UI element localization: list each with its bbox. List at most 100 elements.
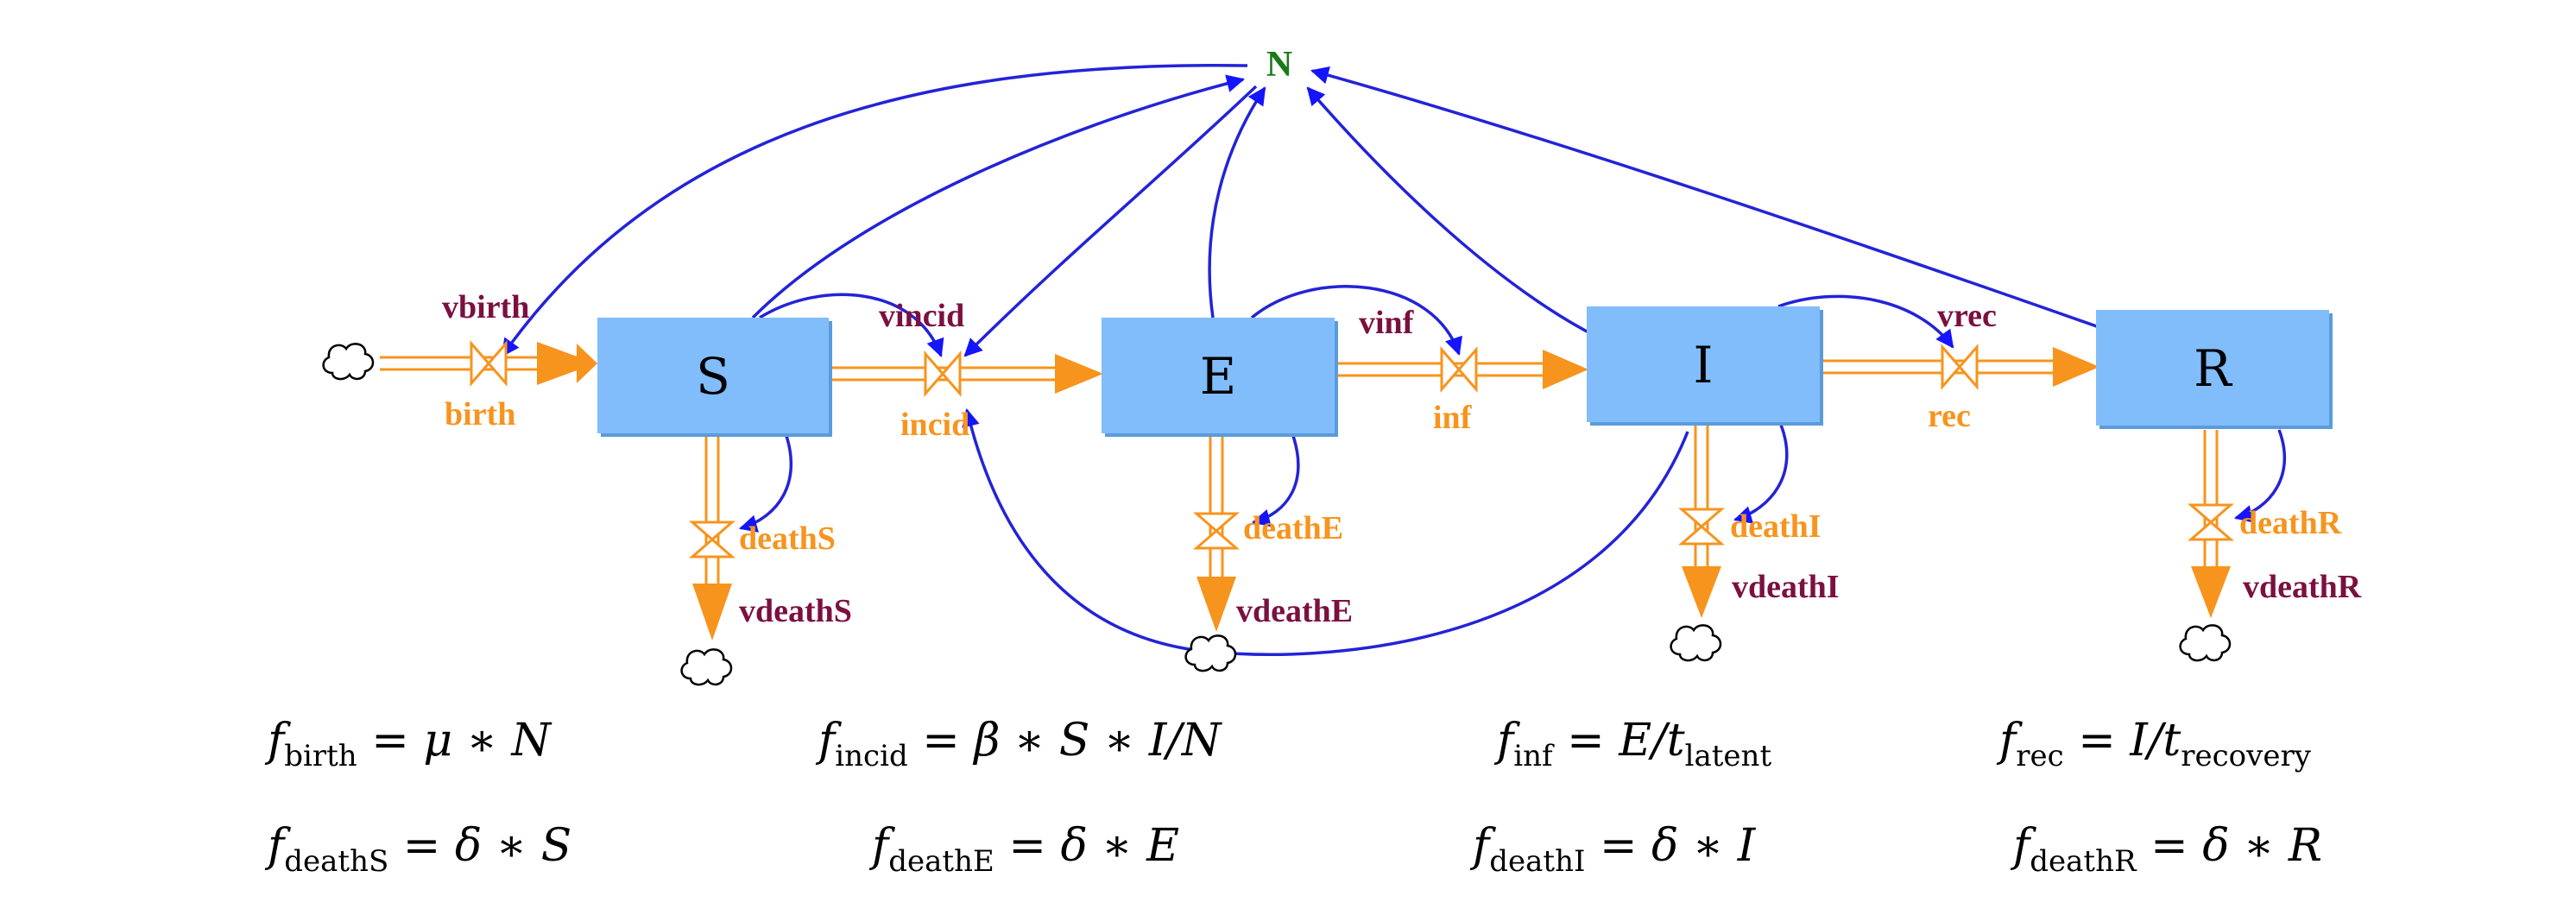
- stock-S-label: S: [696, 347, 730, 406]
- link-I-vrec: [1777, 294, 1954, 349]
- equation-incid: fincid = β ∗ S ∗ I/N: [818, 715, 1221, 773]
- equation-deathI-fn: f: [1473, 820, 1490, 872]
- equation-incid-rhs: β ∗ S ∗ I/N: [974, 715, 1222, 767]
- variable-vinf[interactable]: vinf: [1359, 305, 1415, 341]
- equation-rec-sub: rec: [2016, 739, 2064, 773]
- flow-deathR[interactable]: deathR: [2239, 505, 2342, 541]
- valve-rec: [1941, 343, 1979, 391]
- equation-incid-fn: f: [818, 715, 836, 767]
- equation-inf-sub: inf: [1513, 739, 1553, 773]
- flow-incid[interactable]: incid: [900, 407, 969, 443]
- arrowhead-birth-main: [537, 342, 596, 385]
- equation-deathR-eq: =: [2150, 820, 2203, 872]
- equation-deathR-fn: f: [2013, 820, 2030, 872]
- arrowhead-deathR: [2191, 566, 2231, 618]
- variable-vrec[interactable]: vrec: [1937, 298, 1997, 334]
- cloud-deathE-sink: [1184, 634, 1237, 672]
- arrowhead-deathI: [1682, 566, 1721, 618]
- stocks: S E I R: [597, 306, 2333, 437]
- equation-inf-fn: f: [1497, 715, 1514, 767]
- variable-N[interactable]: N: [1266, 45, 1292, 85]
- stock-I-label: I: [1694, 336, 1714, 394]
- link-E-N: [1208, 86, 1266, 319]
- valve-incid: [924, 350, 962, 398]
- flow-birth[interactable]: birth: [445, 396, 515, 432]
- cloud-deathI-sink: [1670, 624, 1722, 662]
- equation-rec-rhs: = I/t: [2078, 715, 2181, 767]
- link-I-N: [1306, 86, 1589, 334]
- equation-deathI-rhs: δ ∗ I: [1651, 820, 1756, 872]
- link-N-vbirth: [501, 63, 1248, 357]
- link-E-vdeathE: [1251, 432, 1300, 527]
- stock-S[interactable]: [597, 318, 829, 433]
- variable-vdeathE[interactable]: vdeathE: [1236, 593, 1353, 629]
- equation-deathE-rhs: δ ∗ E: [1060, 820, 1180, 872]
- link-S-vincid: [759, 293, 944, 357]
- link-R-N: [1310, 66, 2107, 331]
- valve-deathS: [688, 521, 736, 558]
- equation-inf-rhs-sub: latent: [1684, 739, 1772, 773]
- variable-vincid[interactable]: vincid: [879, 298, 964, 334]
- equation-deathI-sub: deathI: [1489, 844, 1586, 879]
- equation-deathR: fdeathR = δ ∗ R: [2013, 820, 2322, 879]
- variable-vbirth[interactable]: vbirth: [442, 289, 529, 325]
- variable-vdeathS[interactable]: vdeathS: [739, 593, 852, 629]
- equation-rec-fn: f: [1999, 715, 2017, 767]
- equation-deathS-fn: f: [268, 820, 285, 872]
- cloud-deathS-sink: [680, 648, 733, 686]
- equation-rec: frec = I/trecovery: [1999, 715, 2311, 773]
- arrowhead-deathE: [1196, 577, 1236, 632]
- stock-R[interactable]: [2096, 310, 2329, 426]
- valve-deathR: [2187, 503, 2235, 541]
- valve-deathE: [1192, 512, 1241, 550]
- equation-inf: finf = E/tlatent: [1497, 715, 1771, 773]
- link-I-vdeathI: [1733, 424, 1789, 524]
- equation-deathS-rhs: δ ∗ S: [454, 820, 572, 872]
- valve-inf: [1440, 345, 1478, 394]
- flow-rec[interactable]: rec: [1928, 398, 1971, 434]
- stock-I[interactable]: [1587, 306, 1820, 422]
- equation-deathE-fn: f: [872, 820, 889, 872]
- arrowhead-deathS: [692, 584, 732, 640]
- clouds: [322, 343, 2232, 686]
- equation-birth-fn: f: [268, 715, 285, 767]
- equation-deathS-sub: deathS: [284, 844, 389, 879]
- variable-vdeathR[interactable]: vdeathR: [2243, 569, 2362, 605]
- labels: N vbirth vincid vinf vrec vdeathS vdeath…: [442, 45, 2362, 629]
- equation-deathE-sub: deathE: [888, 844, 994, 879]
- equation-inf-rhs: = E/t: [1567, 715, 1685, 767]
- cloud-birth-source: [322, 343, 375, 381]
- equation-deathR-rhs: δ ∗ R: [2202, 820, 2323, 872]
- stock-E-label: E: [1200, 347, 1236, 406]
- equation-birth-rhs: μ ∗ N: [423, 715, 552, 767]
- link-S-vdeathS: [738, 432, 793, 533]
- equation-deathS-eq: =: [402, 820, 455, 872]
- valves: [470, 339, 2235, 558]
- valve-deathI: [1677, 508, 1726, 546]
- flow-inf[interactable]: inf: [1433, 400, 1473, 436]
- flow-deathS[interactable]: deathS: [739, 521, 836, 557]
- equation-incid-eq: =: [922, 715, 975, 767]
- arrowhead-incid: [1055, 354, 1103, 394]
- stock-R-label: R: [2194, 339, 2233, 398]
- equation-birth: fbirth = μ ∗ N: [268, 715, 551, 773]
- link-N-vincid: [963, 85, 1258, 357]
- arrowhead-rec: [2053, 347, 2099, 387]
- cloud-deathR-sink: [2179, 624, 2232, 662]
- link-S-N: [751, 74, 1246, 319]
- equation-deathI-eq: =: [1599, 820, 1652, 872]
- equation-deathI: fdeathI = δ ∗ I: [1473, 820, 1755, 879]
- info-links: [501, 63, 2287, 656]
- arrowhead-inf: [1543, 350, 1588, 389]
- stock-E[interactable]: [1102, 318, 1335, 433]
- equation-deathE-eq: =: [1008, 820, 1061, 872]
- equation-incid-sub: incid: [835, 739, 908, 773]
- equation-deathS: fdeathS = δ ∗ S: [268, 820, 571, 879]
- flow-deathE[interactable]: deathE: [1243, 510, 1343, 546]
- equation-birth-sub: birth: [284, 739, 357, 773]
- flow-deathI[interactable]: deathI: [1730, 508, 1822, 545]
- equation-rec-rhs-sub: recovery: [2181, 739, 2311, 773]
- variable-vdeathI[interactable]: vdeathI: [1732, 569, 1840, 605]
- link-E-vinf: [1250, 285, 1462, 356]
